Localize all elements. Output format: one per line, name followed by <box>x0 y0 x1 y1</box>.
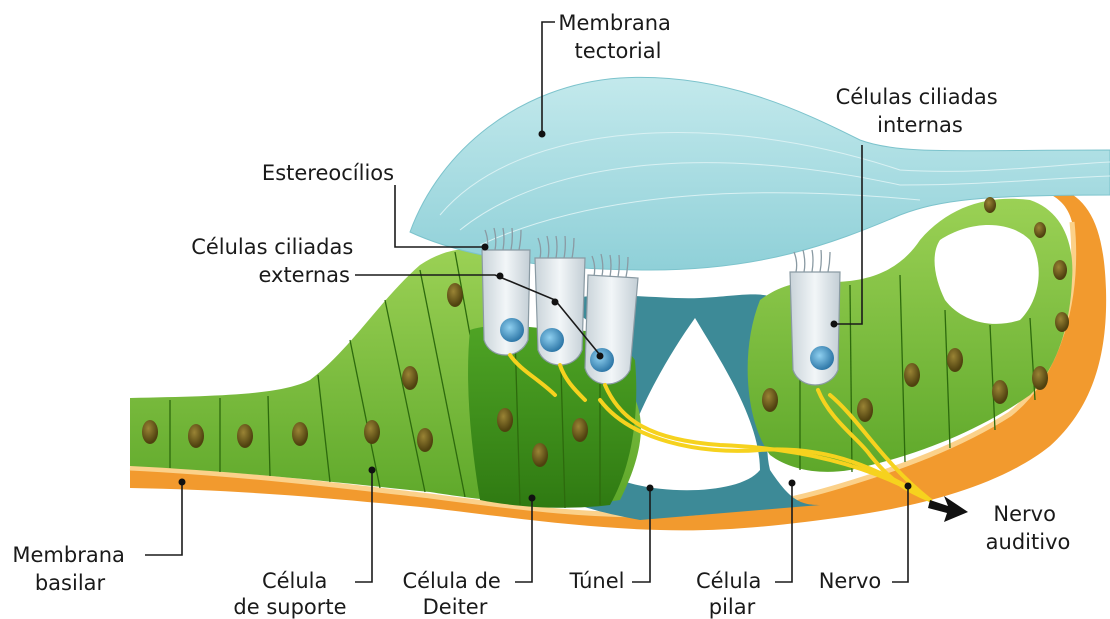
label-tunel: Túnel <box>568 569 624 593</box>
label-celulas-ciliadas-internas: Células ciliadas internas <box>836 85 1005 137</box>
label-membrana-basilar: Membrana basilar <box>12 543 131 595</box>
label-membrana-tectorial: Membrana tectorial <box>558 11 677 63</box>
label-estereocilios: Estereocílios <box>262 161 394 185</box>
label-celulas-ciliadas-externas: Células ciliadas externas <box>191 235 360 287</box>
label-nervo: Nervo <box>819 569 882 593</box>
